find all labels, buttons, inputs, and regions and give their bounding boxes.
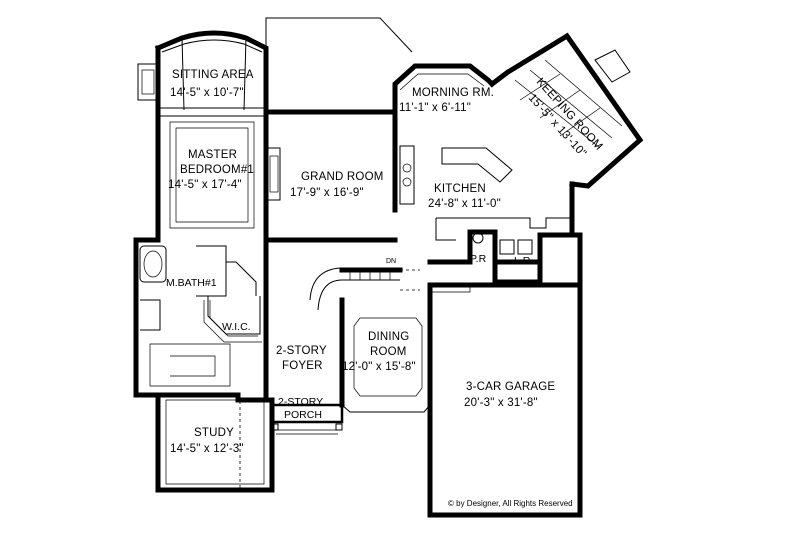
- kitchen-east-wall: [569, 181, 583, 288]
- laundry-dryer: [517, 239, 533, 255]
- grand-fireplace-inner: [269, 155, 279, 193]
- morning-room-name: MORNING RM.: [412, 87, 494, 99]
- bath-tub-inner: [143, 250, 163, 278]
- bath-tub: [139, 245, 167, 283]
- bath-shower: [196, 245, 227, 297]
- powder-room-name: P.R: [470, 253, 487, 265]
- upper-open-area: [265, 17, 413, 53]
- built-in-knob-2: [402, 177, 412, 187]
- kitchen-counter: [435, 217, 570, 241]
- porch-front-wall: [272, 403, 344, 424]
- dining-ceiling: [353, 317, 423, 397]
- pr-toilet: [472, 232, 484, 244]
- interior-details: [137, 37, 631, 515]
- exterior-walls: [133, 17, 644, 518]
- stair-down-label: DN: [386, 258, 396, 265]
- study-ceiling: [165, 399, 265, 485]
- study-wall: [155, 392, 275, 493]
- kitchen-size: 24'-8" x 11'-0": [428, 198, 501, 210]
- master-bedroom-name-2: BEDROOM#1: [180, 164, 254, 176]
- wic-shelves: [149, 300, 262, 387]
- morning-inner-bay: [399, 73, 485, 91]
- laundry-washer: [499, 239, 515, 255]
- grand-fireplace: [265, 147, 281, 201]
- master-bath-name: M.BATH#1: [166, 277, 217, 289]
- sitting-fireplace-inner: [141, 69, 155, 95]
- laundry-room-name: L.R: [514, 255, 531, 267]
- tray-ceiling: [169, 121, 255, 229]
- keeping-beams: [514, 59, 623, 149]
- room-labels: SITTING AREA 14'-5" x 10'-7" MASTER BEDR…: [166, 69, 605, 508]
- kitchen-island: [441, 147, 513, 183]
- sitting-bedroom-divider: [158, 107, 266, 117]
- keeping-fireplace: [594, 49, 631, 83]
- porch-steps: [272, 429, 342, 435]
- foyer-name-2: FOYER: [282, 360, 323, 372]
- wic-name: W.I.C.: [222, 321, 251, 333]
- master-bedroom-size: 14'-5" x 17'-4": [168, 179, 242, 191]
- porch-name-2: PORCH: [284, 409, 322, 421]
- laundry-wall: [492, 259, 543, 285]
- stair-treads: [349, 268, 391, 280]
- grand-room-size: 17'-9" x 16'-9": [290, 187, 364, 199]
- morning-room-size: 11'-1" x 6'-11": [399, 102, 471, 114]
- sitting-area-name: SITTING AREA: [172, 69, 254, 81]
- kitchen-name: KITCHEN: [434, 183, 486, 195]
- dining-front-wall: [341, 404, 431, 413]
- bath-vanity: [140, 299, 161, 331]
- main-stair: [309, 267, 400, 311]
- copyright-notice: © by Designer, All Rights Reserved: [448, 499, 573, 508]
- grand-built-in: [399, 145, 415, 205]
- porch-column-2: [335, 423, 343, 431]
- keeping-room-wall: [488, 32, 644, 189]
- master-bedroom-name-1: MASTER: [188, 149, 237, 161]
- garage-step: [432, 284, 471, 293]
- sitting-fireplace: [137, 63, 159, 101]
- grand-room-name: GRAND ROOM: [301, 171, 384, 183]
- garage-name: 3-CAR GARAGE: [466, 381, 555, 393]
- foyer-name-1: 2-STORY: [276, 345, 327, 357]
- sitting-bay-inner: [161, 39, 263, 53]
- bay-mullion-right: [243, 37, 247, 111]
- morning-room-bay-wall: [392, 63, 496, 115]
- powder-laundry-wall: [427, 229, 575, 265]
- sitting-area-bay-wall: [154, 30, 269, 243]
- dining-room-name-1: DINING: [368, 331, 409, 343]
- stair-down-run: [400, 269, 420, 291]
- study-name: STUDY: [194, 427, 234, 439]
- porch-name-1: 2-STORY: [278, 396, 323, 408]
- dining-room-name-2: ROOM: [370, 346, 407, 358]
- bay-mullion-left: [181, 37, 185, 111]
- dining-room-size: 12'-0" x 15'-8": [342, 361, 416, 373]
- sitting-area-size: 14'-5" x 10'-7": [170, 87, 244, 99]
- study-size: 14'-5" x 12'-3": [170, 443, 244, 455]
- built-in-knob-1: [402, 163, 412, 173]
- garage-size: 20'-3" x 31'-8": [464, 397, 538, 409]
